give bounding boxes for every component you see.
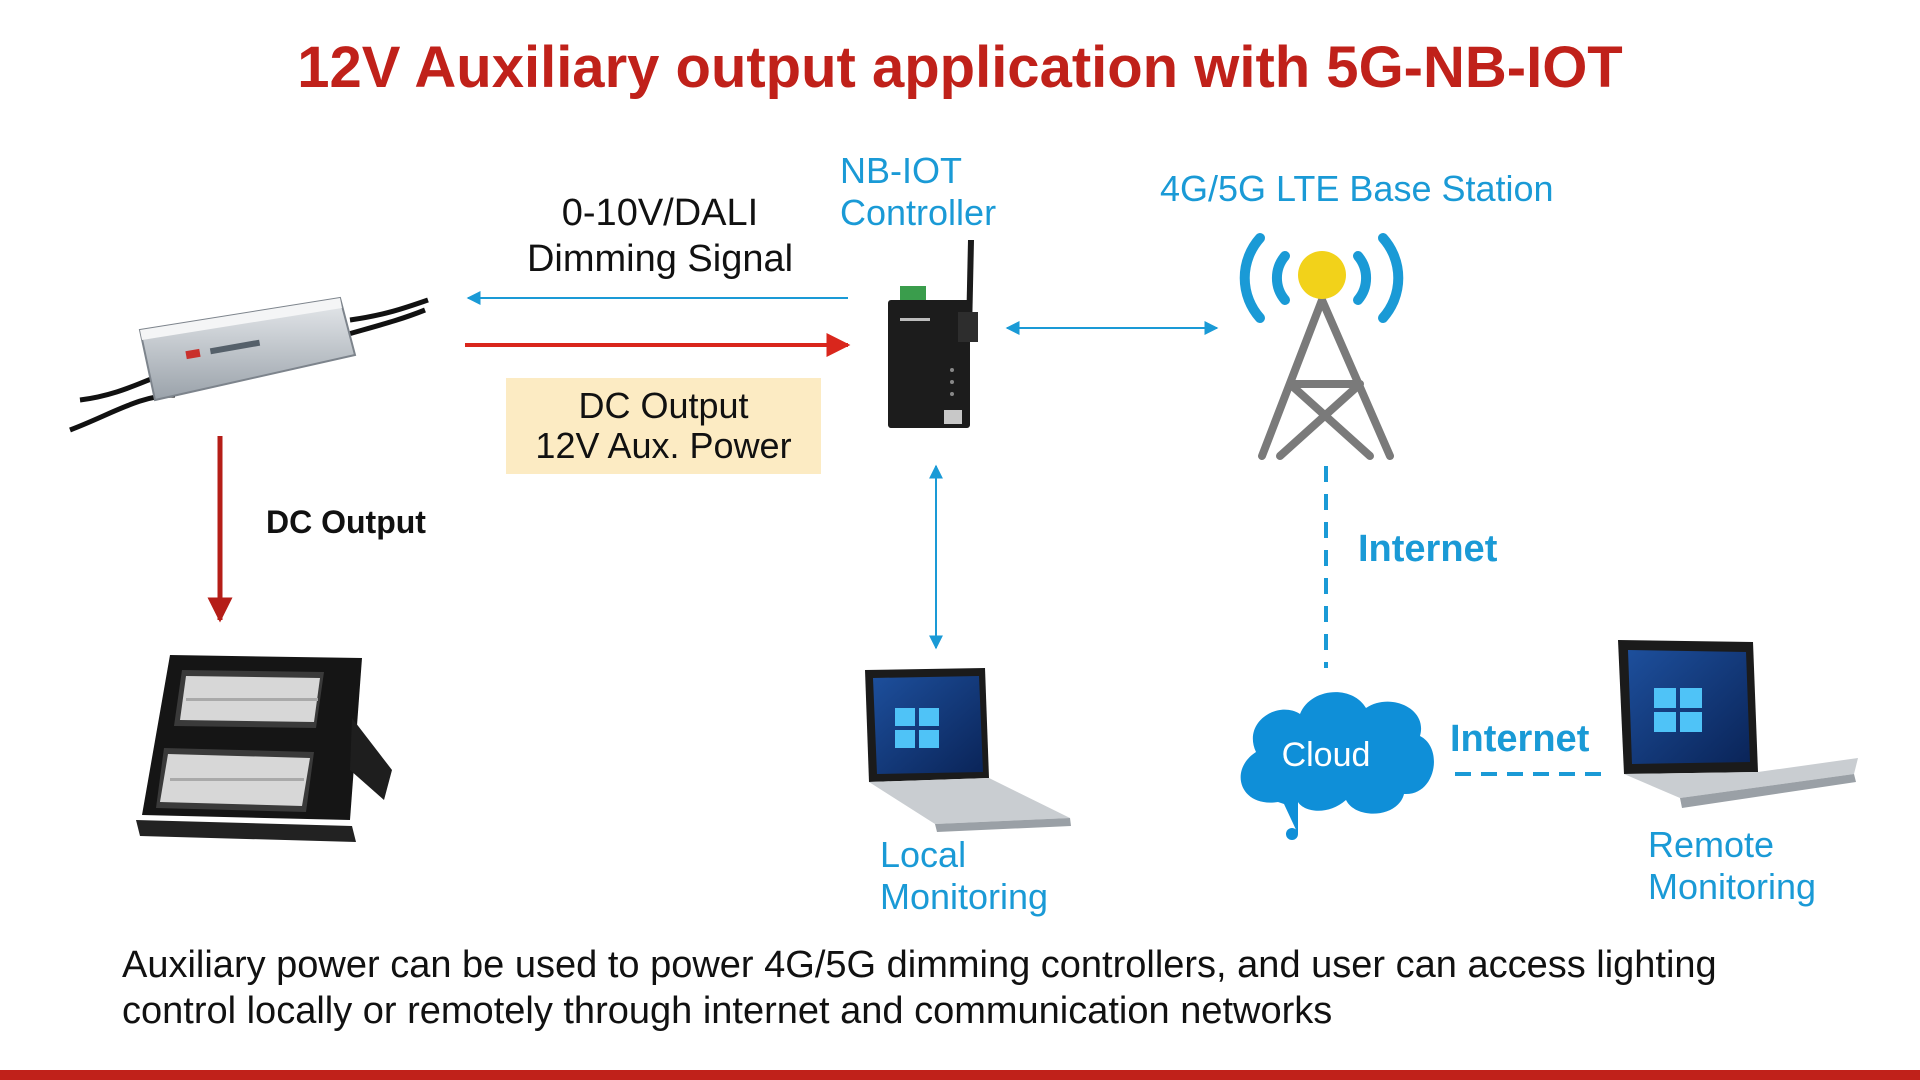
aux-power-line1: DC Output [578, 385, 749, 426]
local-monitoring-label: Local Monitoring [880, 834, 1048, 918]
internet-label-horizontal: Internet [1450, 718, 1590, 760]
controller-label-line2: Controller [840, 192, 997, 233]
remote-monitoring-line1: Remote [1648, 824, 1775, 865]
cloud-icon: Cloud [1240, 692, 1434, 840]
page-title: 12V Auxiliary output application with 5G… [297, 35, 1623, 100]
aux-power-box: DC Output 12V Aux. Power [506, 378, 821, 474]
local-monitoring-line1: Local [880, 834, 967, 875]
base-station-label: 4G/5G LTE Base Station [1160, 168, 1554, 209]
led-driver-icon [69, 296, 429, 433]
local-monitoring-line2: Monitoring [880, 876, 1049, 917]
controller-label: NB-IOT Controller [840, 150, 996, 234]
base-station-tower-icon [1239, 233, 1404, 460]
laptop-icon [1618, 640, 1858, 808]
cloud-label: Cloud [1282, 736, 1371, 774]
controller-label-line1: NB-IOT [840, 150, 962, 191]
aux-power-line2: 12V Aux. Power [535, 425, 792, 466]
internet-label-vertical: Internet [1358, 528, 1498, 570]
laptop-icon [865, 668, 1071, 832]
bottom-bar [0, 1070, 1920, 1080]
dc-output-label: DC Output [266, 504, 426, 540]
nb-iot-controller-icon [888, 240, 978, 428]
dimming-signal-label: 0-10V/DALI Dimming Signal [490, 190, 830, 282]
dimming-signal-line2: Dimming Signal [526, 238, 794, 280]
dimming-signal-line1: 0-10V/DALI [561, 192, 759, 234]
remote-monitoring-line2: Monitoring [1648, 866, 1817, 907]
footer-line1: Auxiliary power can be used to power 4G/… [122, 944, 1717, 986]
footer-caption: Auxiliary power can be used to power 4G/… [122, 942, 1842, 1034]
footer-line2: control locally or remotely through inte… [122, 990, 1333, 1032]
remote-monitoring-label: Remote Monitoring [1648, 824, 1816, 908]
floodlight-icon [136, 655, 392, 842]
